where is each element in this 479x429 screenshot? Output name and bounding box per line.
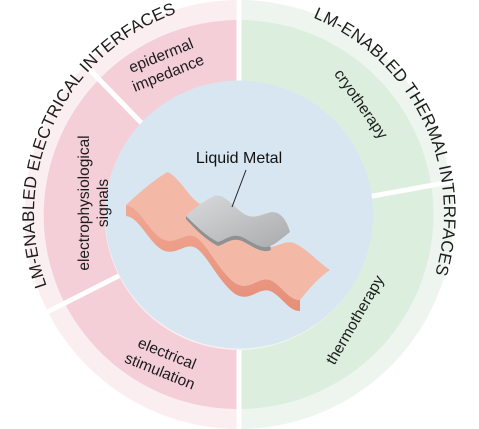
segment-electrical-stimulation [64,275,239,410]
svg-text:signals: signals [95,179,112,227]
segment-dividers [45,0,452,429]
segment-electrophysiological-signals [43,79,142,304]
segment-cryotherapy [239,20,432,197]
svg-text:electrophysiological: electrophysiological [76,135,93,270]
substrate-front-face [126,205,300,311]
liquid-metal-patch-edge [186,216,271,252]
liquid-metal-patch [186,195,290,248]
liquid-metal-label: Liquid Metal [196,150,282,167]
wavy-substrate-illustration [126,172,330,311]
segment-thermotherapy [239,185,434,409]
label-electrophysiological-signals: electrophysiological signals [76,135,112,270]
liquid-metal-pointer-line [231,169,247,208]
segment-epidermal-impedance [99,20,239,124]
